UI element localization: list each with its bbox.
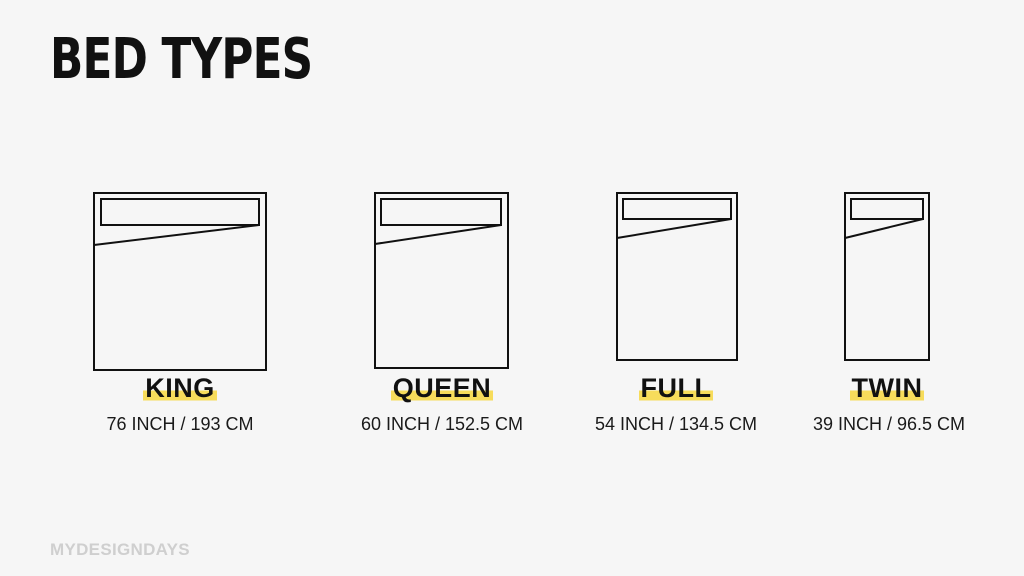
bed-blanket-edge xyxy=(93,224,260,246)
bed-frame xyxy=(844,192,930,361)
page-title: BED TYPES xyxy=(50,27,313,92)
bed-blanket-edge xyxy=(374,224,502,245)
bed-outline-queen xyxy=(374,192,509,369)
brand-watermark: MYDESIGNDAYS xyxy=(50,540,190,559)
bed-pillow xyxy=(850,198,924,220)
bed-pillow xyxy=(622,198,732,220)
bed-size-queen: 60 INCH / 152.5 CM xyxy=(360,414,524,434)
bed-frame xyxy=(616,192,738,361)
bed-outline-king xyxy=(93,192,267,371)
bed-frame xyxy=(93,192,267,371)
bed-blanket-edge xyxy=(616,218,732,239)
bed-pillow xyxy=(100,198,260,226)
bed-name-full: FULL xyxy=(638,373,714,403)
bed-outline-full xyxy=(616,192,738,361)
bed-outline-twin xyxy=(844,192,930,361)
bed-size-king: 76 INCH / 193 CM xyxy=(106,414,254,434)
bed-blanket-edge xyxy=(844,218,924,239)
bed-name-twin: TWIN xyxy=(849,373,925,403)
bed-name-king: KING xyxy=(143,373,217,403)
bed-pillow xyxy=(380,198,502,226)
bed-size-full: 54 INCH / 134.5 CM xyxy=(594,414,758,434)
bed-name-queen: QUEEN xyxy=(390,373,494,403)
bed-frame xyxy=(374,192,509,369)
bed-size-twin: 39 INCH / 96.5 CM xyxy=(812,414,966,434)
